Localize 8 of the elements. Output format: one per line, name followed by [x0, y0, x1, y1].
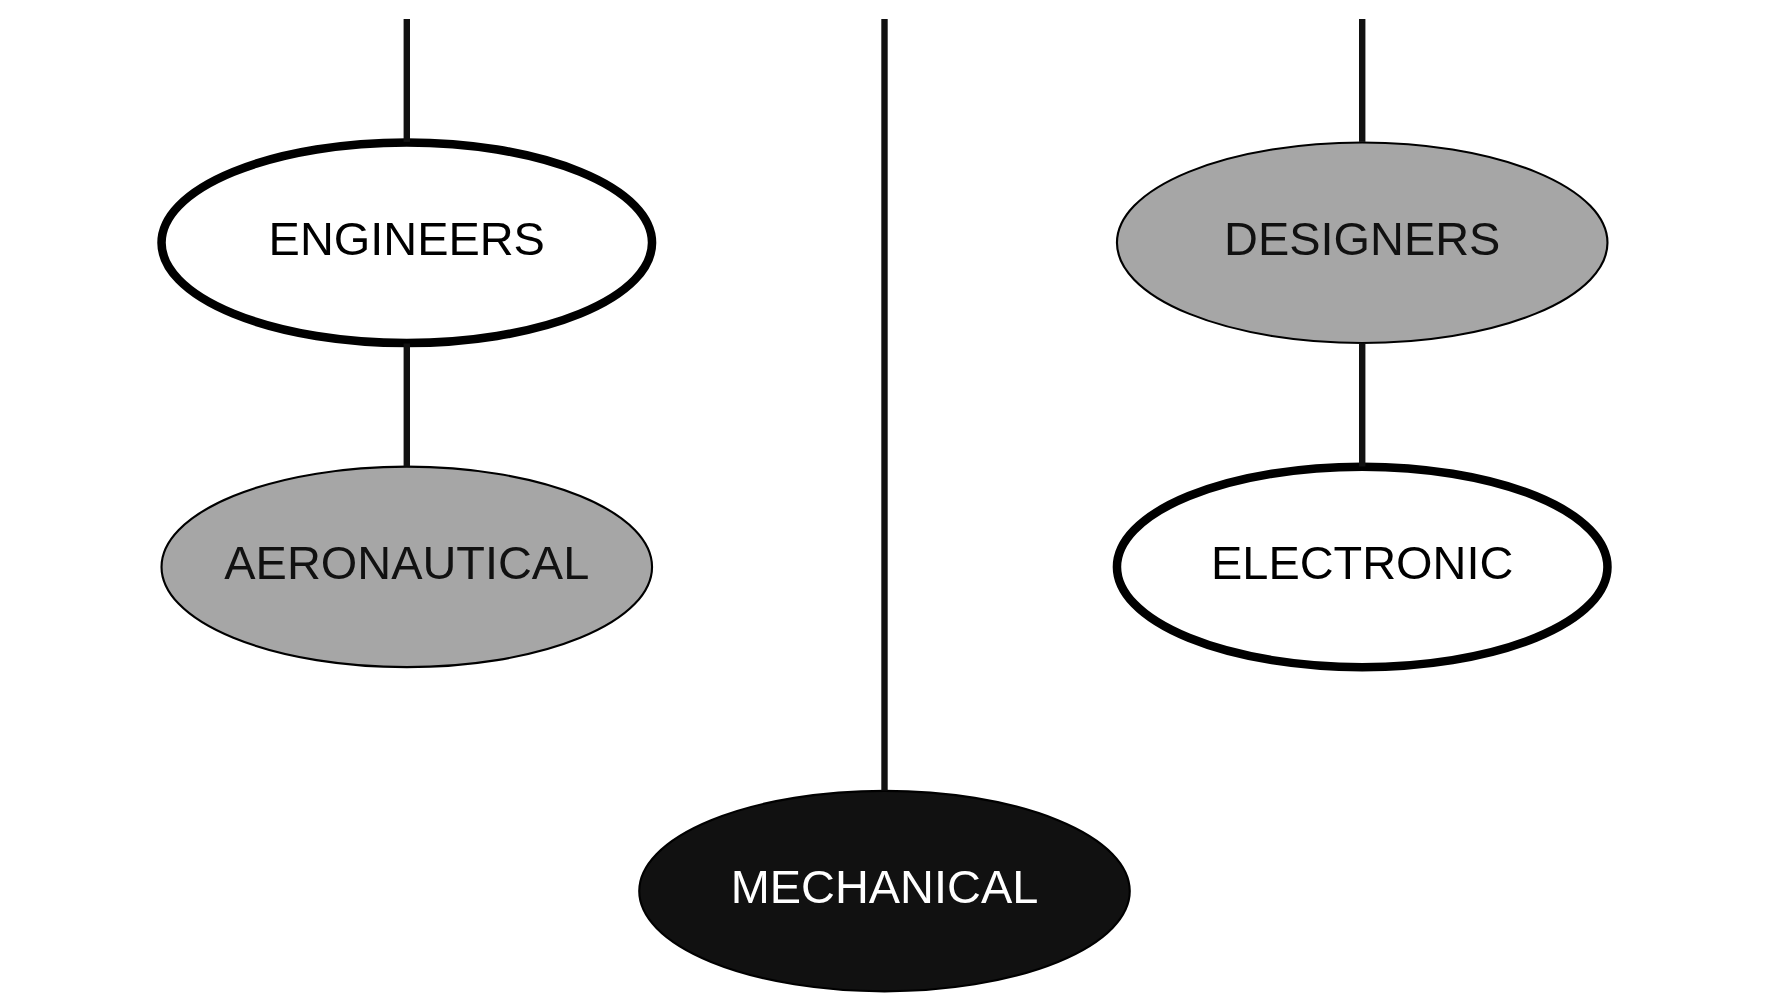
connector	[881, 18, 888, 791]
node-ellipse: AERONAUTICAL	[160, 465, 654, 669]
node-ellipse: MECHANICAL	[638, 789, 1131, 993]
connector	[1359, 343, 1366, 467]
node-ellipse: ELECTRONIC	[1112, 462, 1612, 672]
node-ellipse: ENGINEERS	[157, 138, 657, 348]
node-ellipse: DESIGNERS	[1115, 141, 1609, 345]
connector	[403, 343, 410, 467]
